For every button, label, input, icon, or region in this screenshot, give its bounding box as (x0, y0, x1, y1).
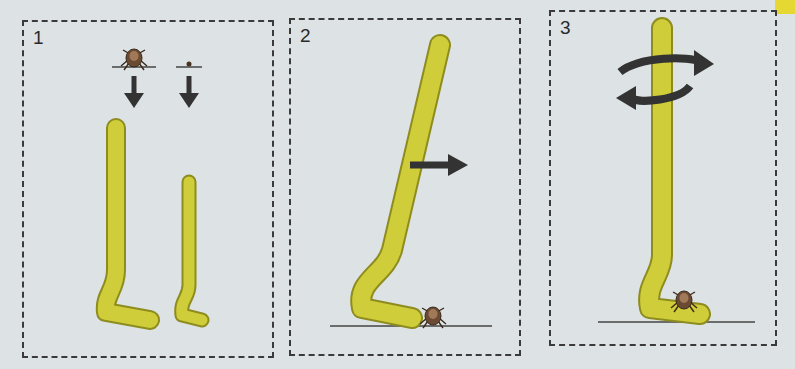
step-number: 3 (560, 18, 571, 37)
step-panel: 1 (22, 20, 274, 358)
step-number: 2 (300, 26, 311, 45)
step-panel: 2 (289, 18, 521, 356)
step-panel: 3 (549, 10, 777, 346)
step-number: 1 (33, 28, 44, 47)
